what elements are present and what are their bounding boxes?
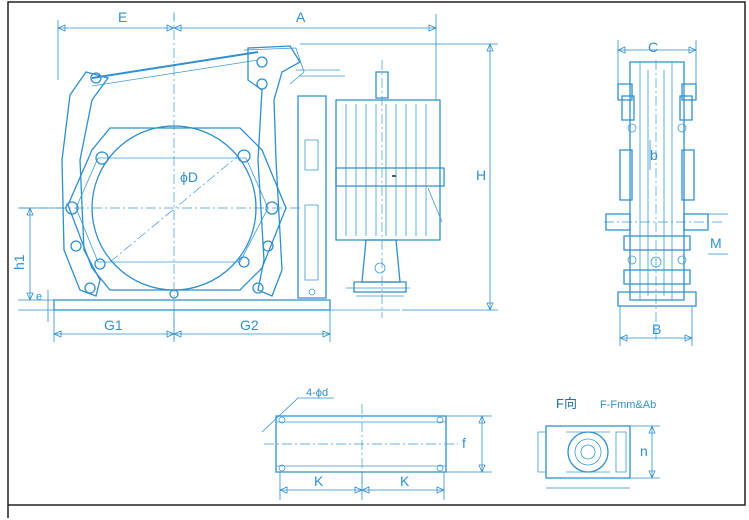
label-h1: h1 [11, 254, 27, 270]
detail-subtitle: F-Fmm&Ab [600, 399, 656, 411]
label-E: E [118, 9, 127, 25]
brake-shoe-outline [75, 157, 269, 263]
base-plate [53, 299, 331, 311]
label-M: M [710, 235, 722, 251]
label-A: A [296, 9, 306, 25]
spring-window-top [304, 139, 319, 171]
label-K-left: K [314, 473, 324, 489]
right-brake-arm [247, 45, 301, 297]
lever-rod [296, 69, 345, 77]
label-D: ϕD [180, 169, 198, 185]
label-B: B [652, 321, 661, 337]
diameter-line [109, 155, 239, 263]
side-view [604, 40, 728, 346]
label-G1: G1 [104, 317, 123, 333]
top-pull-rod-edge [91, 59, 259, 87]
detail-title: F向 [556, 396, 577, 411]
label-H: H [476, 167, 486, 183]
thruster-base [346, 287, 410, 297]
detail-f-view [537, 424, 660, 489]
left-brake-arm [61, 71, 110, 297]
label-d: 4-ϕd [306, 387, 328, 399]
spring-column [297, 95, 327, 299]
label-K-right: K [400, 473, 410, 489]
frame-border [7, 1, 746, 506]
side-body [629, 61, 685, 301]
lever-head [243, 47, 305, 85]
front-view [20, 12, 445, 340]
spring-base-pin [308, 288, 316, 296]
label-f: f [462, 435, 466, 451]
label-C: C [648, 39, 658, 55]
top-pull-rod [91, 51, 259, 79]
pivot-pins [65, 56, 279, 299]
main-dimensions [18, 14, 498, 342]
side-base [617, 291, 697, 307]
hydraulic-thruster [335, 60, 445, 318]
label-G2: G2 [240, 317, 259, 333]
label-n: n [640, 443, 648, 459]
detail-housing [545, 425, 631, 479]
detail-bore-outer [567, 431, 609, 473]
mounting-hole-view [261, 397, 492, 500]
label-e: e [36, 291, 42, 303]
spring-window-bottom [304, 204, 319, 281]
label-b: b [650, 147, 658, 163]
